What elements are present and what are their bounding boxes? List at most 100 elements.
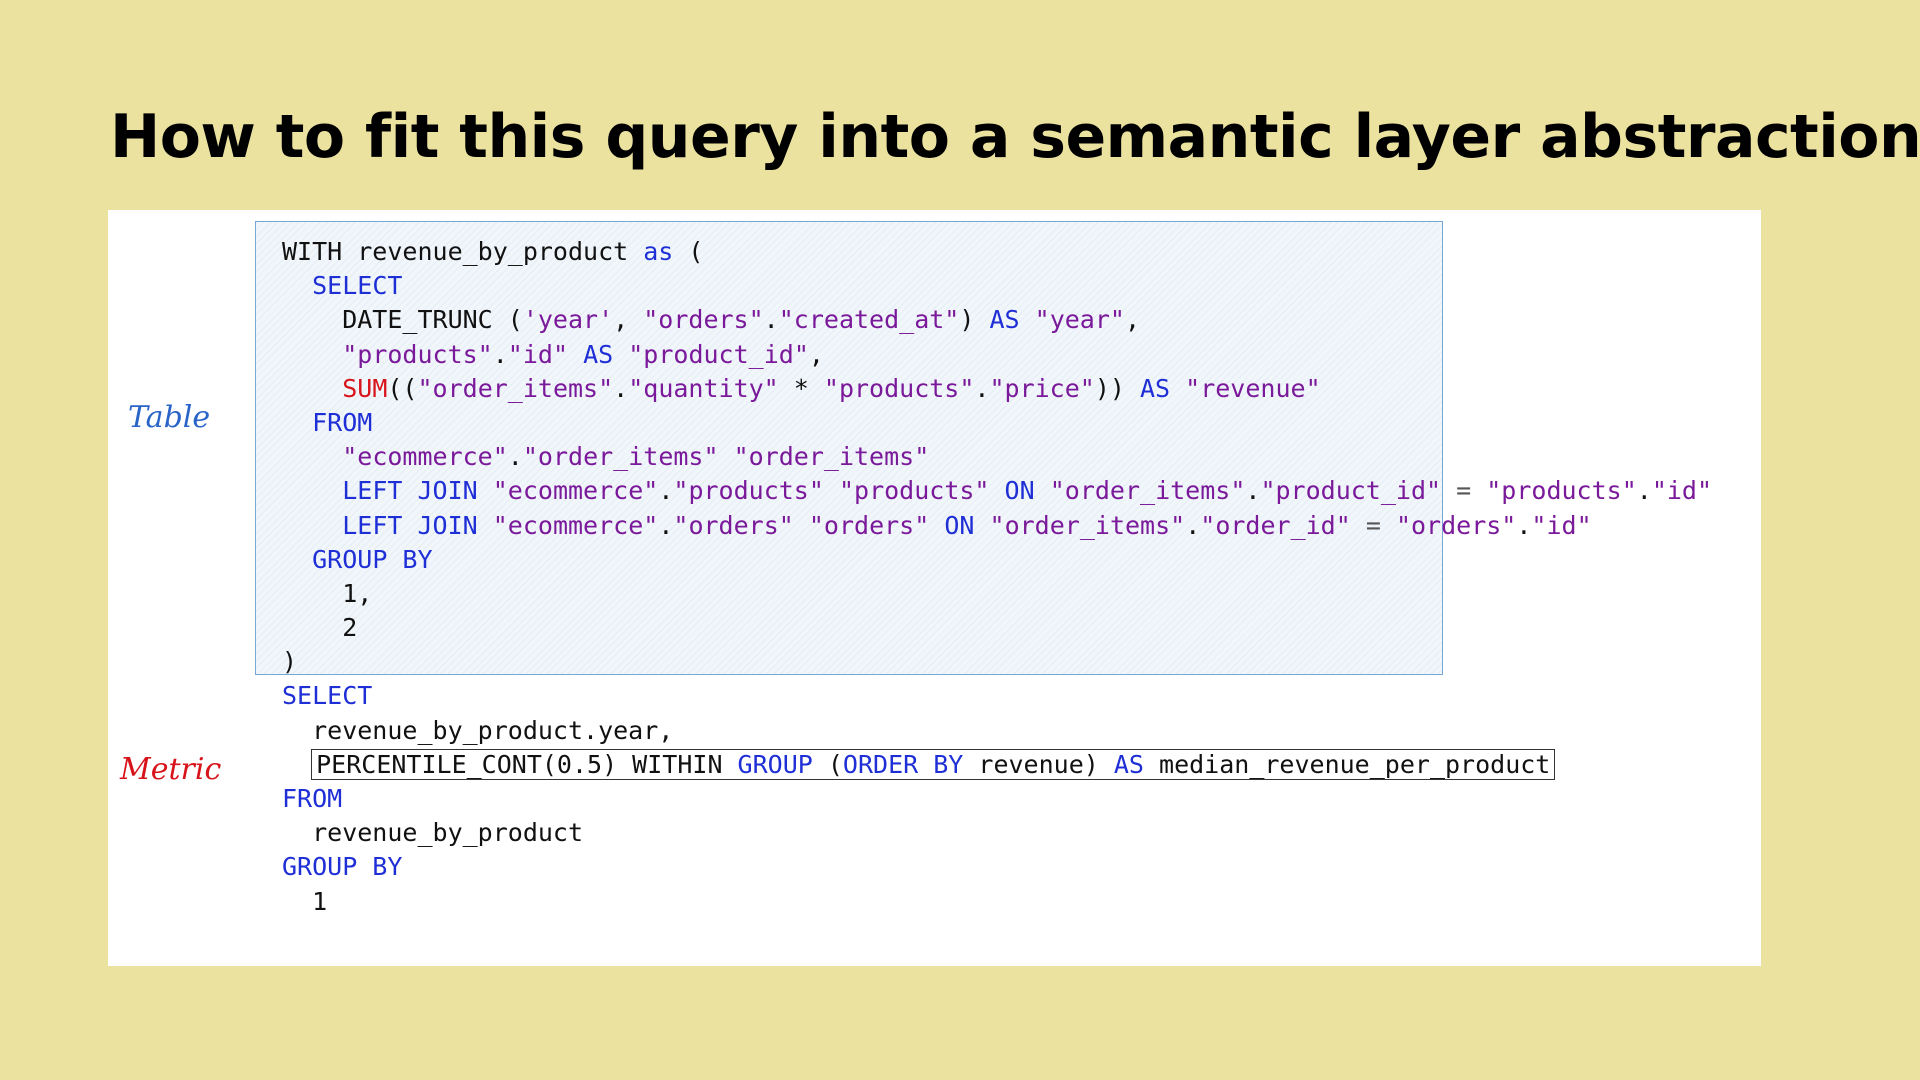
code-token: "ecommerce" [492,476,659,506]
code-token [719,442,734,471]
code-token: "id" [507,339,569,369]
code-line: LEFT JOIN "ecommerce"."products" "produc… [282,474,1712,508]
code-token: "products" [823,373,975,403]
code-token: GROUP BY [312,544,433,574]
code-token: . [1636,476,1652,506]
code-token: . [763,305,779,335]
code-token: . [658,476,674,506]
code-token: GROUP [737,749,813,779]
code-line: revenue_by_product.year, [282,714,1712,748]
code-token: AS [1139,373,1171,403]
code-token [613,340,628,369]
code-token: FROM [312,407,373,437]
metric-label: Metric [120,752,222,787]
code-token: "order_items" [1049,476,1246,506]
code-token: "ecommerce" [342,442,508,472]
code-token: "quantity" [628,373,779,403]
code-token: revenue_by_product [282,818,584,848]
code-token: , [1124,305,1141,335]
code-token [1035,476,1050,505]
code-token: "price" [989,373,1095,403]
code-token: "product_id" [628,339,809,369]
code-line: ) [282,645,1712,679]
code-line: GROUP BY [282,850,1712,884]
code-token: . [1185,510,1201,540]
code-token [478,476,493,505]
code-token: "products" [342,339,493,369]
code-token: . [974,373,990,403]
table-highlight-box [255,221,1443,675]
code-token: SELECT [282,681,373,711]
code-token: 1, [282,578,373,608]
code-token: DATE_TRUNC ( [282,305,523,335]
code-token: "order_items" [989,510,1186,540]
code-token: ON [1004,476,1035,506]
code-token [282,750,312,779]
code-token: "orders" [808,510,930,540]
code-token [794,511,809,540]
code-token [929,511,944,540]
code-token: AS [1113,749,1144,779]
code-token: "orders" [1395,510,1517,540]
code-line: 1, [282,577,1712,611]
code-token: 2 [282,613,358,643]
table-label: Table [128,400,211,435]
code-token: AS [989,305,1020,335]
code-line: SUM(("order_items"."quantity" * "product… [282,372,1712,406]
code-line: LEFT JOIN "ecommerce"."orders" "orders" … [282,509,1712,543]
slide-title: How to fit this query into a semantic la… [110,102,1920,172]
code-token [282,408,312,437]
code-token: ) [959,305,990,335]
code-line: DATE_TRUNC ('year', "orders"."created_at… [282,303,1712,337]
code-token [282,340,342,369]
code-token [478,511,493,540]
code-token [282,271,312,300]
code-token: revenue) [963,749,1114,779]
code-token [824,476,839,505]
code-token [282,476,342,505]
code-token: ON [944,510,975,540]
code-token: "products" [673,476,824,506]
code-token: "order_id" [1200,510,1351,540]
code-token: "products" [838,476,990,506]
code-line: PERCENTILE_CONT(0.5) WITHIN GROUP (ORDER… [282,748,1712,782]
code-token: "id" [1531,510,1592,540]
code-token [282,511,342,540]
code-token: ORDER BY [842,749,964,779]
code-line: FROM [282,406,1712,440]
code-line: 1 [282,885,1712,919]
code-token: "order_items" [733,442,930,472]
code-token: ( [812,749,843,779]
code-token [568,340,583,369]
code-token: "year" [1034,305,1125,335]
code-token: SUM [342,373,388,403]
code-token: "order_items" [522,442,719,472]
code-token: GROUP BY [282,852,403,882]
code-token: (( [387,373,418,403]
code-token [1020,305,1035,334]
code-token: 1 [282,886,328,916]
code-token: ( [673,237,704,266]
code-token: . [1245,476,1261,506]
code-token: "orders" [643,305,764,335]
code-line: "ecommerce"."order_items" "order_items" [282,440,1712,474]
code-token [974,511,989,540]
code-token: * [778,373,824,403]
code-token: AS [583,339,614,369]
code-token: , [613,305,644,335]
code-token: . [658,510,674,540]
code-token: SELECT [312,271,403,301]
code-token [1170,374,1185,403]
code-token: "order_items" [417,373,614,403]
code-line: "products"."id" AS "product_id", [282,338,1712,372]
code-token: . [613,373,629,403]
code-token: median_revenue_per_product [1143,749,1551,779]
code-token: "orders" [673,510,794,540]
code-token: "product_id" [1260,476,1442,506]
code-line: GROUP BY [282,543,1712,577]
code-token: "id" [1651,476,1713,506]
code-token [282,442,342,471]
code-token: . [1516,510,1532,540]
code-line: SELECT [282,269,1712,303]
code-token: , [808,339,824,369]
